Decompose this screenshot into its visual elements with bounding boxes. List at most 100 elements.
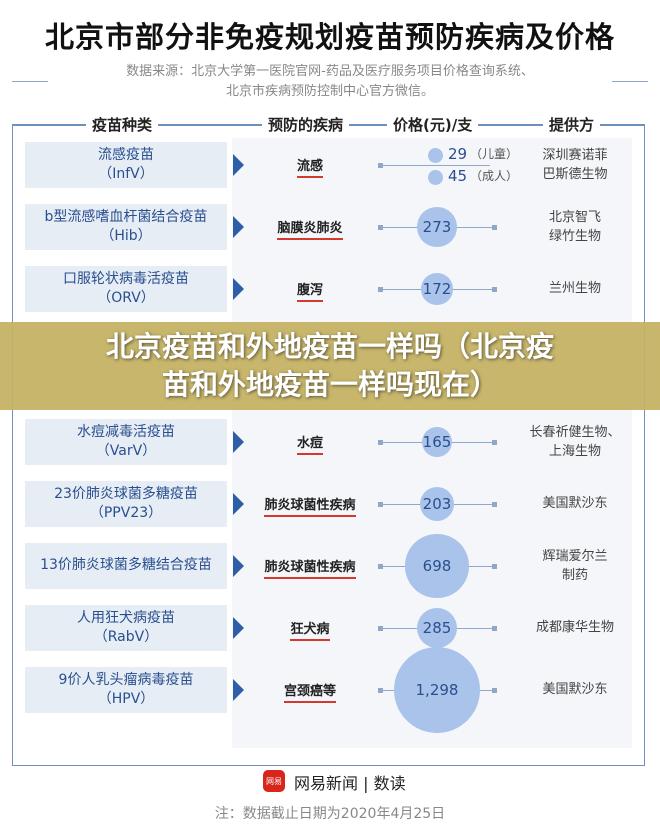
table-row: 水痘减毒活疫苗（VarV） 水痘 165 长春祈健生物、上海生物	[0, 419, 660, 465]
price-line-dot	[378, 163, 383, 168]
footnote: 注：数据截止日期为2020年4月25日	[214, 806, 446, 822]
price-line-dot	[378, 440, 383, 445]
price-bubble: 203	[419, 486, 455, 522]
vaccine-name: b型流感嗜血杆菌结合疫苗	[44, 209, 208, 225]
vaccine-abbr: （RabV）	[93, 629, 159, 645]
disease: 脑膜炎肺炎	[250, 217, 370, 240]
price-value: 45	[448, 167, 468, 185]
disease-label: 狂犬病	[290, 622, 330, 641]
provider-line: 上海生物	[548, 444, 601, 459]
price-line-dot	[492, 626, 497, 631]
price-line-dot	[378, 626, 383, 631]
provider-line: 绿竹生物	[548, 229, 601, 244]
price-value: 698	[422, 557, 452, 575]
banner-line: 北京疫苗和外地疫苗一样吗（北京疫	[105, 330, 554, 363]
price-value: 172	[422, 280, 452, 298]
arrow-icon	[233, 216, 244, 238]
vaccine-name-box: 23价肺炎球菌多糖疫苗 （PPV23）	[25, 481, 227, 527]
provider-line: 长春祈健生物、	[529, 425, 621, 440]
provider-line: 北京智飞	[548, 210, 601, 225]
price-bubble: 285	[416, 607, 458, 649]
price-line-dot	[492, 564, 497, 569]
price-line-dot	[492, 287, 497, 292]
arrow-icon	[233, 555, 244, 577]
price-line-dot	[378, 564, 383, 569]
header-provider: 提供方	[543, 114, 601, 135]
vaccine-name-box: b型流感嗜血杆菌结合疫苗 （Hib）	[25, 204, 227, 250]
price-bubble: 273	[417, 207, 457, 247]
provider-line: 深圳赛诺菲	[542, 148, 608, 163]
provider-line: 巴斯德生物	[542, 167, 608, 182]
data-source: 数据来源：北京大学第一医院官网-药品及医疗服务项目价格查询系统、北京市疾病预防控…	[0, 62, 660, 102]
disease-label: 腹泻	[296, 283, 323, 302]
table-row: 23价肺炎球菌多糖疫苗 （PPV23） 肺炎球菌性疾病 203 美国默沙东	[0, 481, 660, 527]
vaccine-name-box: 流感疫苗（InfV）	[25, 142, 227, 188]
disease: 腹泻	[250, 279, 370, 302]
vaccine-name: 13价肺炎球菌多糖结合疫苗	[40, 557, 212, 573]
price-line-dot	[378, 502, 383, 507]
price-bubble	[428, 170, 443, 185]
disease-label: 宫颈癌等	[283, 684, 336, 703]
price-value: 273	[422, 218, 452, 236]
vaccine-name: 流感疫苗	[98, 147, 154, 163]
provider-line: 兰州生物	[548, 281, 601, 296]
vaccine-name-box: 13价肺炎球菌多糖结合疫苗	[25, 543, 227, 589]
table-row: 人用狂犬病疫苗 （RabV） 狂犬病 285 成都康华生物	[0, 605, 660, 651]
vaccine-name-box: 人用狂犬病疫苗 （RabV）	[25, 605, 227, 651]
vaccine-name-box: 口服轮状病毒活疫苗（ORV）	[25, 266, 227, 312]
source-line: 数据来源：北京大学第一医院官网-药品及医疗服务项目价格查询系统、	[126, 64, 534, 79]
header-vaccine: 疫苗种类	[86, 114, 159, 135]
price-note: （儿童）	[470, 147, 519, 161]
arrow-icon	[233, 617, 244, 639]
provider: 长春祈健生物、上海生物	[525, 423, 625, 461]
disease: 水痘	[250, 432, 370, 455]
disease: 流感	[250, 155, 370, 178]
vaccine-abbr: （PPV23）	[89, 505, 163, 521]
source-line: 北京市疾病预防控制中心官方微信。	[225, 84, 434, 99]
price-line-dot	[378, 225, 383, 230]
disease-label: 流感	[296, 159, 323, 178]
arrow-icon	[233, 431, 244, 453]
arrow-icon	[233, 679, 244, 701]
price-line-dot	[492, 225, 497, 230]
table-panel	[12, 124, 645, 766]
divider	[12, 81, 48, 82]
vaccine-name: 23价肺炎球菌多糖疫苗	[54, 486, 198, 502]
vaccine-abbr: （Hib）	[100, 228, 152, 244]
price-line	[380, 165, 490, 166]
price-value: 165	[422, 433, 452, 451]
provider: 美国默沙东	[525, 680, 625, 699]
vaccine-name-box: 水痘减毒活疫苗（VarV）	[25, 419, 227, 465]
header-disease: 预防的疾病	[262, 114, 350, 135]
netease-logo: 网易	[263, 770, 285, 792]
price-value: 29	[448, 145, 468, 163]
provider-line: 美国默沙东	[542, 496, 608, 511]
disease: 肺炎球菌性疾病	[250, 556, 370, 579]
provider-line: 制药	[561, 568, 588, 583]
arrow-icon	[233, 493, 244, 515]
price-line-dot	[378, 287, 383, 292]
disease-label: 肺炎球菌性疾病	[264, 498, 356, 517]
provider: 成都康华生物	[525, 618, 625, 637]
provider: 深圳赛诺菲巴斯德生物	[525, 146, 625, 184]
provider: 辉瑞爱尔兰制药	[525, 547, 625, 585]
price-bubble: 1,298	[393, 646, 481, 734]
arrow-icon	[233, 278, 244, 300]
price-bubble: 698	[405, 534, 469, 598]
price-bubble	[428, 148, 443, 163]
disease-label: 肺炎球菌性疾病	[264, 560, 356, 579]
vaccine-name: 人用狂犬病疫苗	[77, 610, 175, 626]
provider-line: 辉瑞爱尔兰	[542, 549, 608, 564]
provider-line: 成都康华生物	[535, 620, 614, 635]
table-row: b型流感嗜血杆菌结合疫苗 （Hib） 脑膜炎肺炎 273 北京智飞绿竹生物	[0, 204, 660, 250]
vaccine-name: 口服轮状病毒活疫苗	[63, 271, 189, 287]
price-value: 203	[422, 495, 452, 513]
page-title: 北京市部分非免疫规划疫苗预防疾病及价格	[44, 20, 615, 54]
brand-name: 网易新闻 | 数读	[290, 770, 410, 794]
vaccine-abbr: （VarV）	[95, 443, 157, 459]
price-note: （成人）	[470, 169, 519, 183]
disease: 肺炎球菌性疾病	[250, 494, 370, 517]
provider: 兰州生物	[525, 279, 625, 298]
price-line-dot	[492, 688, 497, 693]
